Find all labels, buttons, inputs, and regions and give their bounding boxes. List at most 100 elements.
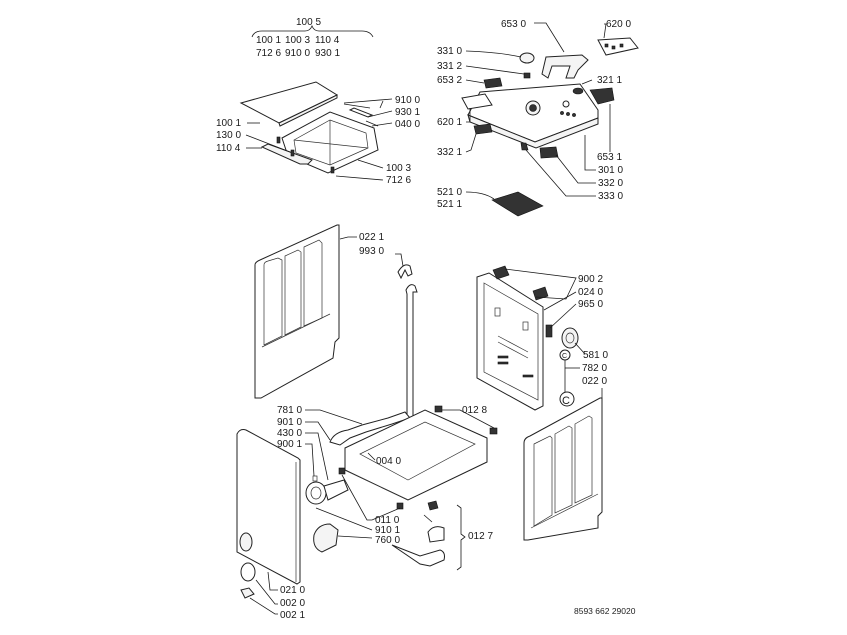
panel-line bbox=[530, 493, 599, 529]
board-6200 bbox=[597, 37, 639, 56]
filter-7600 bbox=[313, 523, 339, 553]
panel-slot bbox=[522, 321, 529, 331]
part-label: 331 0 bbox=[437, 46, 462, 57]
kit-item: 712 6 bbox=[256, 48, 281, 59]
side-panel-right bbox=[523, 388, 603, 541]
side-panel-left: 022 1 bbox=[254, 224, 384, 399]
leader bbox=[584, 135, 596, 171]
drain-hose-pipe bbox=[405, 284, 418, 437]
part-label: 332 0 bbox=[598, 178, 623, 189]
leader bbox=[395, 253, 404, 267]
cover-0020 bbox=[240, 562, 256, 582]
lid-panel-edge bbox=[278, 94, 338, 127]
leader bbox=[574, 342, 586, 355]
front-panel: 021 0 002 0 002 1 bbox=[236, 429, 305, 621]
clip-0021 bbox=[240, 587, 255, 599]
board-component bbox=[604, 43, 609, 48]
button bbox=[562, 100, 570, 108]
hose-7810 bbox=[329, 411, 411, 446]
foot-0110 bbox=[338, 467, 346, 475]
top-lid-assembly: 910 0 930 1 040 0 100 1 130 0 110 4 100 … bbox=[216, 81, 420, 186]
module-5210 bbox=[491, 191, 544, 217]
panel-recess bbox=[533, 435, 553, 527]
clip-c-label: C bbox=[562, 353, 567, 360]
panel-vent bbox=[497, 361, 509, 365]
part-label: 002 0 bbox=[280, 598, 305, 609]
part-label: 333 0 bbox=[598, 191, 623, 202]
frame-edge bbox=[344, 469, 409, 501]
part-label: 653 0 bbox=[501, 19, 526, 30]
panel-recess bbox=[284, 249, 302, 336]
kit-item: 930 1 bbox=[315, 48, 340, 59]
leader bbox=[534, 22, 565, 53]
part-label: 760 0 bbox=[375, 535, 400, 546]
part-label: 321 1 bbox=[597, 75, 622, 86]
part-label: 900 1 bbox=[277, 439, 302, 450]
part-label: 130 0 bbox=[216, 130, 241, 141]
frame-cross bbox=[293, 139, 369, 149]
part-label: 581 0 bbox=[583, 350, 608, 361]
panel-recess bbox=[263, 257, 283, 346]
panel-rib bbox=[497, 341, 529, 359]
side-panel-0221 bbox=[254, 224, 340, 399]
leader bbox=[341, 474, 401, 521]
leader bbox=[466, 108, 471, 123]
pulley-hub bbox=[565, 332, 575, 344]
base-frame-assembly: 781 0 901 0 430 0 900 1 012 8 004 0 011 … bbox=[277, 405, 498, 571]
leader bbox=[371, 122, 393, 127]
part-0127-pin bbox=[423, 514, 433, 523]
button-3211 bbox=[572, 87, 584, 95]
panel-recess bbox=[554, 425, 573, 514]
leader bbox=[315, 507, 373, 531]
switch-block-6532 bbox=[483, 77, 503, 89]
panel-vent bbox=[522, 374, 534, 378]
part-label: 620 0 bbox=[606, 19, 631, 30]
seal-9001 bbox=[312, 475, 318, 482]
knob-shaft-3312 bbox=[523, 72, 531, 79]
part-label: 002 1 bbox=[280, 610, 305, 621]
part-label: 332 1 bbox=[437, 147, 462, 158]
clip-c bbox=[559, 391, 575, 407]
part-label: 012 8 bbox=[462, 405, 487, 416]
front-handle bbox=[260, 143, 313, 165]
pulley-5810 bbox=[561, 327, 579, 349]
part-label: 901 0 bbox=[277, 417, 302, 428]
part-label: 910 1 bbox=[375, 525, 400, 536]
leader bbox=[465, 191, 495, 200]
part-label: 331 2 bbox=[437, 61, 462, 72]
button-dot bbox=[566, 112, 570, 116]
part-9650 bbox=[545, 324, 553, 338]
part-0127-lever bbox=[391, 544, 445, 567]
panel-recess bbox=[303, 239, 323, 327]
hose-clip-9930 bbox=[397, 264, 413, 280]
leader bbox=[337, 535, 373, 539]
panel-recess bbox=[574, 415, 593, 504]
leader bbox=[442, 409, 495, 429]
part-label: 011 0 bbox=[375, 515, 400, 526]
kit-item: 100 1 bbox=[256, 35, 281, 46]
leader bbox=[465, 133, 477, 153]
leader bbox=[581, 79, 593, 85]
part-0127-cup bbox=[427, 526, 445, 543]
leader bbox=[504, 268, 577, 300]
keyblock-3320 bbox=[539, 146, 559, 159]
panel-line bbox=[261, 313, 331, 348]
drain-hose: 993 0 bbox=[359, 246, 418, 437]
side-panel-0220 bbox=[523, 397, 603, 541]
button-dot bbox=[560, 111, 564, 115]
foot-0128 bbox=[434, 405, 443, 413]
control-panel-assembly: 653 0 620 0 331 0 331 2 653 2 321 1 620 … bbox=[437, 19, 639, 217]
leader bbox=[343, 98, 393, 104]
part-label: 004 0 bbox=[376, 456, 401, 467]
leader bbox=[543, 291, 577, 311]
part-label: 930 1 bbox=[395, 107, 420, 118]
part-label: 040 0 bbox=[395, 119, 420, 130]
screw-7126 bbox=[330, 166, 335, 174]
foot-0128 bbox=[489, 427, 498, 435]
bracket-6530 bbox=[541, 54, 589, 79]
kit-group-title: 100 5 bbox=[296, 17, 321, 28]
leader bbox=[335, 175, 384, 181]
strip-9301 bbox=[348, 107, 374, 118]
part-label: 712 6 bbox=[386, 175, 411, 186]
